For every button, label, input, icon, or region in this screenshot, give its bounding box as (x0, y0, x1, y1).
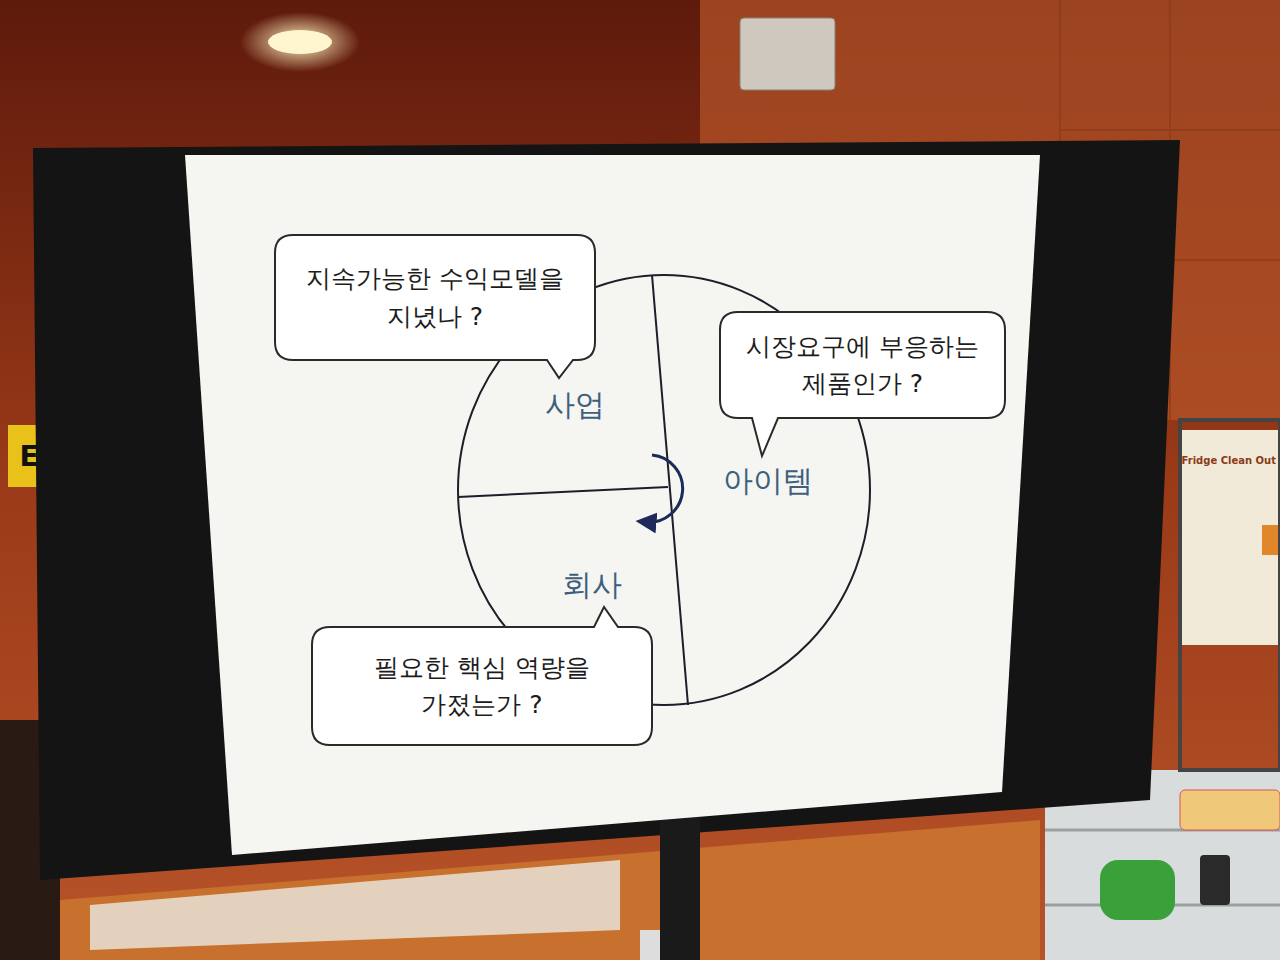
ceiling-light-glow (240, 12, 360, 72)
bubble-text: 시장요구에 부응하는 제품인가 ? (743, 328, 983, 403)
bubble-outline (720, 312, 1005, 418)
green-bottle (1100, 860, 1175, 920)
speech-bubble: 지속가능한 수익모델을 지녔나 ? (275, 235, 595, 360)
slide (185, 155, 1040, 855)
bubble-outline (275, 235, 595, 360)
bubble-text: 지속가능한 수익모델을 지녔나 ? (304, 260, 566, 335)
notice-heading: Fridge Clean Out (1182, 455, 1276, 466)
section-label: 회사 (562, 565, 622, 606)
fridge-frame (1180, 420, 1280, 770)
bubble-outline (312, 627, 652, 745)
sign-letter: E (19, 440, 38, 473)
speaker (740, 18, 835, 90)
cycle-arrow (646, 455, 683, 522)
bubble-shape (275, 235, 595, 378)
jar (1200, 855, 1230, 905)
ceiling-light (268, 30, 332, 54)
bubble-text: 필요한 핵심 역량을 가졌는가 ? (362, 649, 602, 724)
tv-bezel (33, 140, 1180, 880)
notice-paper (1182, 430, 1280, 645)
speech-bubble: 필요한 핵심 역량을 가졌는가 ? (312, 627, 652, 745)
bubble-shape (720, 312, 1005, 456)
section-label: 사업 (545, 385, 605, 426)
tv-stand (660, 800, 700, 960)
notice-sticker (1262, 525, 1280, 555)
speech-bubble: 시장요구에 부응하는 제품인가 ? (720, 312, 1005, 418)
divider-horizontal (458, 487, 668, 497)
food-box (1180, 790, 1280, 830)
section-label: 아이템 (723, 461, 813, 502)
counter-top (90, 860, 620, 950)
bubble-shape (312, 607, 652, 745)
